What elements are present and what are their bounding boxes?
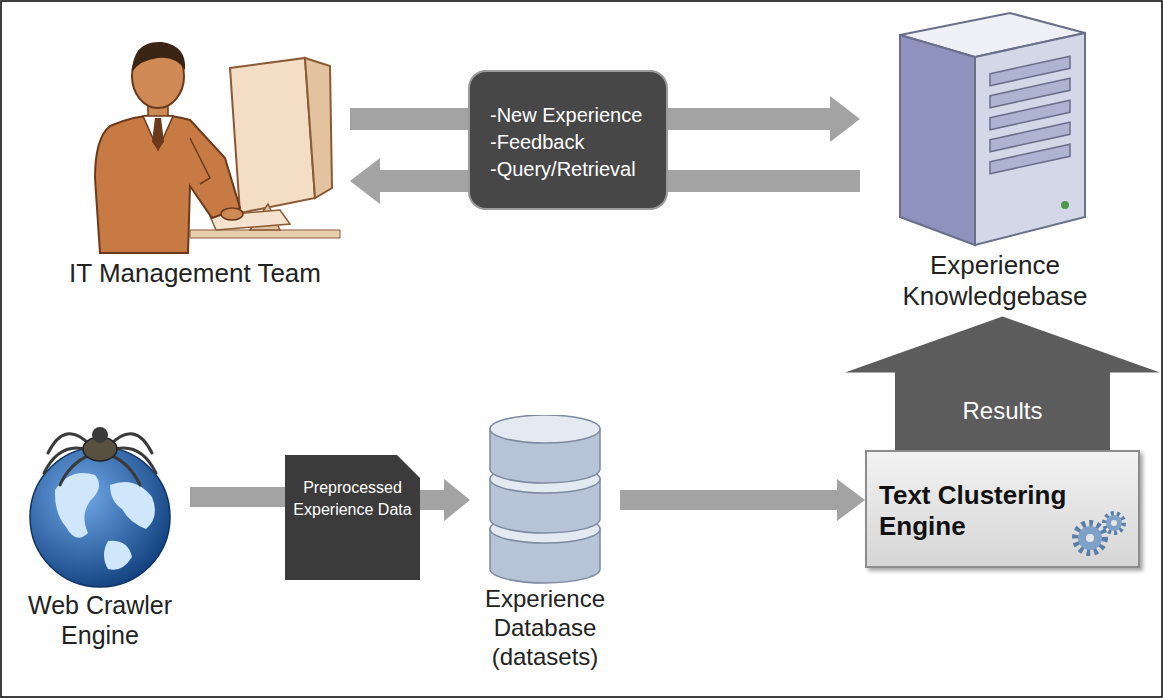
- text-group: Experience Database (datasets): [470, 585, 620, 671]
- node-label: IT Management Team: [40, 258, 350, 289]
- globe-illustration: [30, 427, 170, 587]
- text-group: -New Experience-Feedback-Query/Retrieval: [490, 102, 656, 183]
- server-illustration: [900, 13, 1085, 245]
- illustration-part: [490, 415, 600, 443]
- illustration-part: [95, 115, 240, 253]
- crawler-figure: Web Crawler Engine: [10, 405, 190, 654]
- illustration-part: [10, 405, 190, 590]
- edge-label: Results: [958, 397, 1046, 425]
- database-cylinder: [490, 415, 600, 583]
- person-illustration: [95, 42, 340, 253]
- illustration-part: [1078, 526, 1102, 550]
- text-group: Experience Knowledgebase: [860, 250, 1130, 312]
- block-arrow: [190, 487, 285, 507]
- illustration-part: [132, 42, 185, 72]
- illustration-part: [190, 230, 340, 238]
- message-box: -New Experience-Feedback-Query/Retrieval: [468, 70, 668, 210]
- illustration-part: [305, 58, 332, 198]
- illustration-part: [40, 8, 350, 258]
- illustration-part: [470, 415, 620, 585]
- block-arrow: [668, 96, 860, 142]
- gear-icon: [1076, 514, 1123, 552]
- node-label: Experience Knowledgebase: [860, 250, 1130, 312]
- illustration-part: [30, 447, 170, 587]
- server-figure: Experience Knowledgebase: [860, 5, 1130, 316]
- text-group: Preprocessed Experience Data: [293, 477, 412, 520]
- node-label: Web Crawler Engine: [10, 590, 190, 650]
- block-arrow: [845, 316, 1160, 450]
- illustration-part: [190, 138, 210, 184]
- illustration-part: [1086, 534, 1094, 542]
- illustration-part: [221, 208, 243, 220]
- illustration-part: [1106, 515, 1122, 531]
- illustration-part: [92, 427, 108, 443]
- block-arrow: [350, 158, 468, 204]
- illustration-part: [1105, 514, 1123, 532]
- database-figure: Experience Database (datasets): [470, 415, 620, 675]
- illustration-part: [60, 455, 90, 485]
- node-label: -New Experience: [490, 102, 656, 129]
- text-group: Text Clustering Engine: [879, 480, 1084, 542]
- block-arrow: [420, 479, 470, 521]
- illustration-part: [1061, 201, 1069, 209]
- node-label: Text Clustering Engine: [879, 480, 1084, 542]
- block-arrow: [350, 108, 468, 130]
- node-label: Preprocessed Experience Data: [293, 477, 412, 520]
- illustration-part: [1111, 520, 1117, 526]
- illustration-part: [110, 455, 140, 485]
- data-tag: Preprocessed Experience Data: [285, 455, 420, 580]
- illustration-part: [152, 118, 164, 150]
- illustration-part: [110, 482, 155, 529]
- illustration-part: [900, 35, 975, 245]
- illustration-part: [143, 116, 173, 150]
- node-label: -Query/Retrieval: [490, 156, 656, 183]
- illustration-part: [104, 541, 132, 570]
- illustration-part: [230, 58, 315, 213]
- block-arrow: [668, 170, 860, 192]
- tag-shape: [285, 455, 420, 580]
- text-group: IT Management Team: [40, 258, 350, 289]
- illustration-part: [975, 33, 1085, 245]
- illustration-part: [1076, 524, 1104, 552]
- illustration-part: [990, 144, 1070, 173]
- text-group: Web Crawler Engine: [10, 590, 190, 650]
- actor-figure: IT Management Team: [40, 8, 350, 293]
- node-label: Experience Database (datasets): [470, 585, 620, 671]
- gear-icon: [1068, 508, 1130, 558]
- block-arrow: [620, 479, 865, 521]
- illustration-part: [860, 5, 1130, 250]
- process-box: Text Clustering Engine: [865, 450, 1140, 568]
- node-label: -Feedback: [490, 129, 656, 156]
